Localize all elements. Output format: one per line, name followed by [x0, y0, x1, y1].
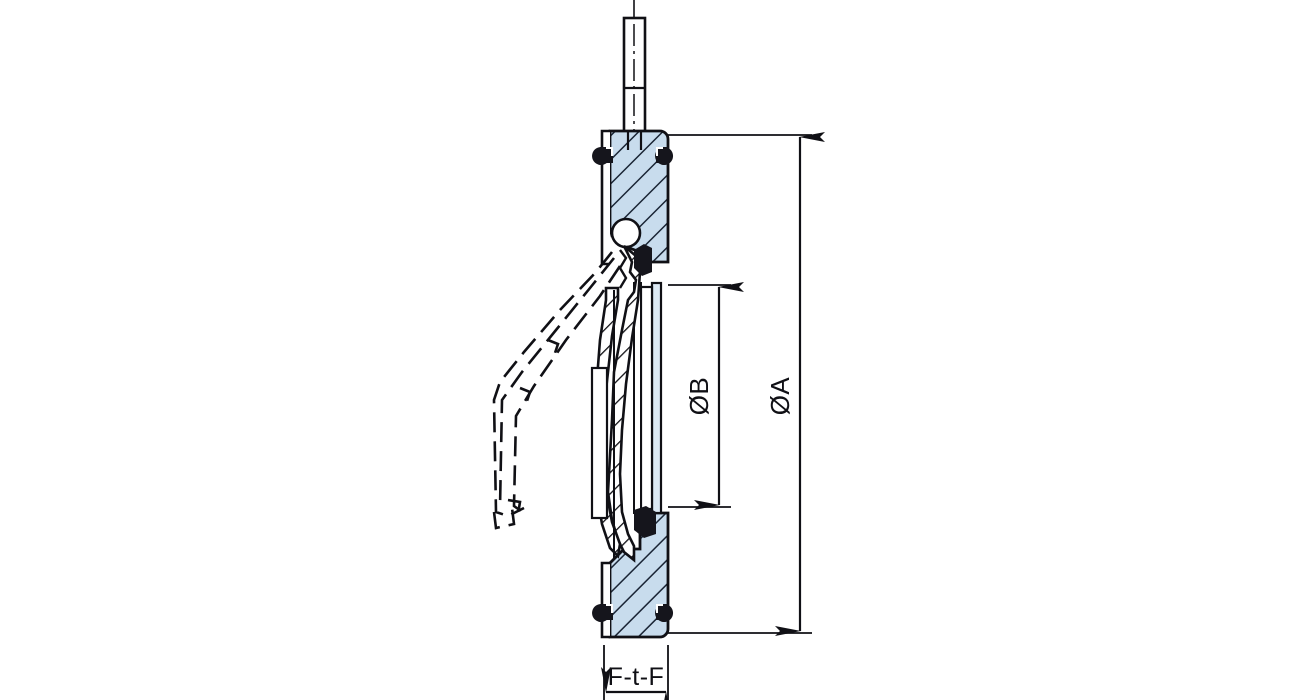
bearing-ball-circle [610, 217, 642, 249]
o-ring-upper-right-highlight [656, 147, 663, 156]
o-ring-upper-left-seat [600, 147, 613, 163]
o-ring-lower-left-highlight [606, 604, 613, 613]
disc-hub-keyway [618, 249, 628, 289]
valve-disc-closed [590, 245, 642, 563]
dimension-bore-diameter: ØB [668, 282, 744, 510]
taper-pin-group [634, 244, 656, 538]
stem-bearing-ball [610, 217, 642, 249]
disc-closed-body [606, 245, 642, 563]
o-ring-seals-upper [592, 147, 674, 165]
liner-inner-wall [639, 285, 654, 511]
valve-seat-liner [633, 281, 663, 515]
dim-ftf-label: F-t-F [608, 663, 665, 691]
o-ring-lower-left-seat [600, 604, 613, 620]
disc-open-outer-edge [492, 251, 614, 518]
disc-open-notch-upper [547, 338, 560, 357]
dim-ob-label: ØB [684, 377, 714, 416]
dim-oa-label: ØA [765, 377, 795, 416]
dimension-outer-diameter: ØA [668, 132, 825, 636]
dimension-face-to-face: F-t-F [601, 645, 671, 700]
body-lower-left-face [600, 561, 610, 639]
o-ring-lower-right-highlight [656, 604, 663, 613]
o-ring-upper-left-highlight [606, 147, 613, 156]
disc-open-notch-lower [507, 498, 522, 515]
o-ring-lower-right-seat [656, 604, 669, 620]
liner-outer-wall [650, 281, 663, 515]
disc-cavity-pocket [590, 366, 609, 520]
valve-disc-open [492, 251, 622, 530]
disc-open-tip [492, 507, 516, 530]
o-ring-upper-right-seat [656, 147, 669, 163]
disc-open-notch-mid [519, 386, 532, 405]
taper-pin-upper [634, 244, 652, 276]
disc-open-mid-edge [498, 257, 616, 509]
taper-pin-lower [634, 506, 656, 538]
o-ring-seals-lower [592, 604, 674, 622]
disc-open-inner-edge [512, 265, 622, 518]
